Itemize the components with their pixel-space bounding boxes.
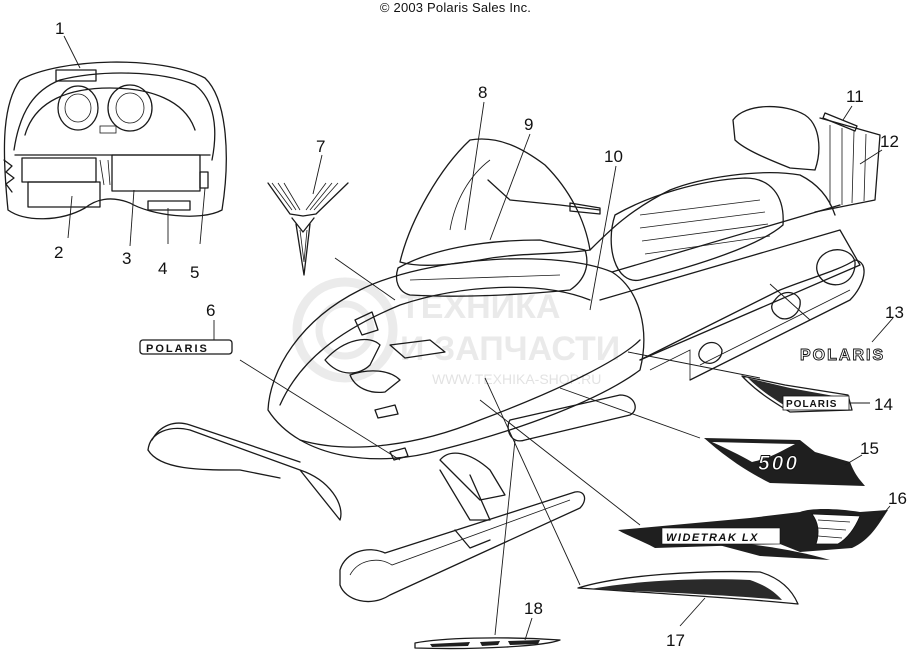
callout-18: 18 (524, 599, 543, 618)
decal-14: POLARIS (741, 375, 853, 413)
callout-5: 5 (190, 263, 199, 282)
decal-7 (267, 182, 349, 276)
callout-4: 4 (158, 259, 167, 278)
watermark: ТЕХНИКА И ЗАПЧАСТИ WWW.TEXHIKA-SHOP.RU (292, 277, 620, 387)
callout-3: 3 (122, 249, 131, 268)
callout-11: 11 (846, 87, 864, 106)
callout-16: 16 (888, 489, 907, 508)
callout-10: 10 (604, 147, 623, 166)
callout-7: 7 (316, 137, 325, 156)
callout-8: 8 (478, 83, 487, 102)
callout-6: 6 (206, 301, 215, 320)
callout-13: 13 (885, 303, 904, 322)
decal-17 (577, 570, 799, 605)
leader-lines (63, 35, 894, 641)
snowmobile-body (147, 105, 881, 603)
polaris-decal-large: POLARIS (800, 347, 885, 364)
model-500-decal: 500 (758, 452, 799, 475)
copyright-notice: © 2003 Polaris Sales Inc. (379, 0, 532, 15)
decal-15: 500 (704, 438, 865, 486)
callout-17: 17 (666, 631, 685, 650)
decal-6: POLARIS (139, 339, 233, 355)
watermark-url: WWW.TEXHIKA-SHOP.RU (432, 371, 601, 387)
callout-15: 15 (860, 439, 879, 458)
callout-2: 2 (54, 243, 63, 262)
decal-16: WIDETRAK LX (618, 509, 888, 560)
callout-14: 14 (874, 395, 893, 414)
decal-13: POLARIS (800, 347, 885, 365)
watermark-line2: И ЗАПЧАСТИ (400, 330, 620, 368)
dashboard-console (3, 61, 227, 220)
widetrak-decal: WIDETRAK LX (666, 532, 759, 544)
decal-11 (822, 112, 858, 132)
watermark-line1: ТЕХНИКА (400, 288, 560, 326)
polaris-decal-14: POLARIS (786, 399, 837, 410)
callout-9: 9 (524, 115, 533, 134)
callout-numbers: 1 2 3 4 5 6 7 8 9 10 11 12 13 14 15 16 1… (54, 19, 907, 650)
polaris-decal-small: POLARIS (146, 343, 209, 355)
callout-12: 12 (880, 132, 899, 151)
decal-18 (414, 637, 561, 650)
callout-1: 1 (55, 19, 64, 38)
